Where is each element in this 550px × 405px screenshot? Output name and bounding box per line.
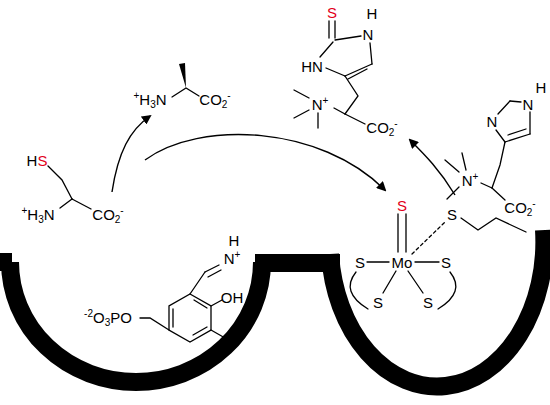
- atom-label: Mo: [392, 255, 413, 270]
- bond-line: [438, 272, 456, 309]
- atom-label: N: [487, 114, 498, 129]
- reaction-arrow: [145, 135, 385, 190]
- bond-line: [412, 222, 445, 254]
- bond-line: [169, 294, 211, 342]
- bond-line: [211, 300, 222, 306]
- atom-label: N+: [224, 250, 241, 266]
- bond-line: [398, 214, 406, 252]
- atom-label: S: [373, 295, 383, 310]
- bond-line: [190, 272, 205, 294]
- reaction-arrow: [112, 116, 455, 195]
- bond-line: [345, 114, 365, 124]
- bond-line: [370, 43, 372, 64]
- atom-label: H: [229, 233, 240, 248]
- bond-line: [492, 188, 505, 200]
- bond-line: [408, 271, 423, 293]
- atom-label: -2O3PO: [84, 309, 132, 328]
- bond-line: [329, 21, 335, 38]
- enzyme-pocket: [0, 230, 544, 386]
- bond-line: [496, 130, 505, 142]
- bond-line: [415, 261, 439, 262]
- reaction-arrow: [112, 116, 150, 192]
- wedge-bond: [179, 63, 186, 88]
- bond-line: [320, 42, 333, 57]
- bond-line: [345, 64, 372, 79]
- atom-label: S: [355, 255, 365, 270]
- bond-line: [72, 199, 91, 209]
- atom-label: S: [441, 255, 451, 270]
- bond-line: [350, 272, 368, 309]
- bond-line: [510, 101, 521, 102]
- atom-label: CO2-: [199, 91, 230, 110]
- enzyme-pocket: [255, 254, 340, 272]
- atom-label: S: [397, 198, 407, 213]
- bond-line: [383, 271, 396, 293]
- bond-line: [492, 142, 505, 188]
- bond-line: [367, 261, 389, 262]
- bond-line: [505, 129, 530, 142]
- enzyme-pocket: [330, 230, 544, 386]
- atom-label: CO2-: [92, 206, 123, 225]
- atom-label: CO2-: [366, 119, 397, 138]
- bond-line: [335, 36, 361, 40]
- bond-line: [140, 318, 169, 330]
- bond-line: [529, 112, 530, 134]
- atom-label: CO2-: [504, 199, 535, 218]
- atom-label: +H3N: [133, 91, 166, 110]
- atom-label: H: [367, 6, 378, 21]
- bond-line: [48, 166, 72, 199]
- atom-label: +H3N: [21, 206, 54, 225]
- atom-label: N+: [462, 172, 479, 188]
- atom-label: HN: [301, 59, 323, 74]
- bond-line: [334, 108, 345, 114]
- bond-line: [461, 218, 526, 232]
- atom-label: S: [423, 295, 433, 310]
- bond-line: [173, 300, 207, 335]
- bond-line: [326, 68, 345, 76]
- enzyme-pocket: [10, 262, 262, 382]
- bond-line: [205, 265, 221, 277]
- bond-line: [48, 21, 530, 342]
- bond-line: [211, 330, 232, 342]
- atom-label: S: [327, 5, 337, 20]
- atom-label: N: [363, 27, 374, 42]
- atom-label: OH: [221, 290, 244, 305]
- enzyme-pocket: [0, 253, 12, 271]
- atom-label: N: [523, 97, 534, 112]
- bond-line: [172, 88, 199, 97]
- wedge-bond: [179, 63, 186, 88]
- bond-line: [481, 183, 492, 188]
- reaction-arrow: [410, 140, 455, 195]
- bond-line: [345, 76, 358, 114]
- atom-label: S: [447, 207, 457, 222]
- atom-label: H: [536, 80, 547, 95]
- atom-label: HS: [27, 153, 48, 168]
- atom-label: N+: [312, 96, 329, 112]
- bond-line: [498, 101, 510, 114]
- bond-line: [60, 199, 72, 208]
